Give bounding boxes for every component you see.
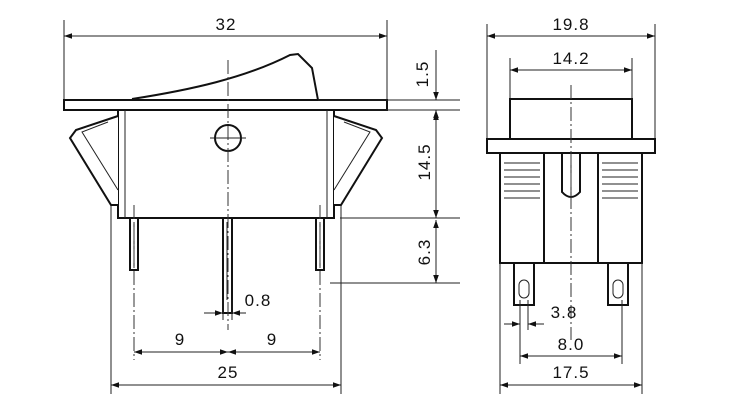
dim-32: 32 bbox=[216, 15, 237, 34]
dim-19-8: 19.8 bbox=[552, 15, 589, 34]
dim-9-left: 9 bbox=[175, 330, 185, 349]
dim-25: 25 bbox=[218, 363, 239, 382]
left-ribs bbox=[504, 162, 540, 199]
dim-0-8: 0.8 bbox=[245, 291, 272, 310]
dim-17-5: 17.5 bbox=[552, 363, 589, 382]
dim-9-right: 9 bbox=[267, 330, 277, 349]
dim-14-2: 14.2 bbox=[552, 49, 589, 68]
right-ribs bbox=[602, 162, 638, 199]
dim-14-5: 14.5 bbox=[415, 143, 434, 180]
side-view: 19.8 14.2 3.8 8.0 17.5 bbox=[486, 15, 656, 394]
dim-6-3: 6.3 bbox=[415, 239, 434, 266]
dim-8-0: 8.0 bbox=[558, 335, 585, 354]
front-view: 32 1.5 14.5 6.3 0.8 9 9 25 bbox=[63, 15, 460, 394]
dim-3-8: 3.8 bbox=[551, 303, 578, 322]
dim-1-5: 1.5 bbox=[413, 61, 432, 88]
